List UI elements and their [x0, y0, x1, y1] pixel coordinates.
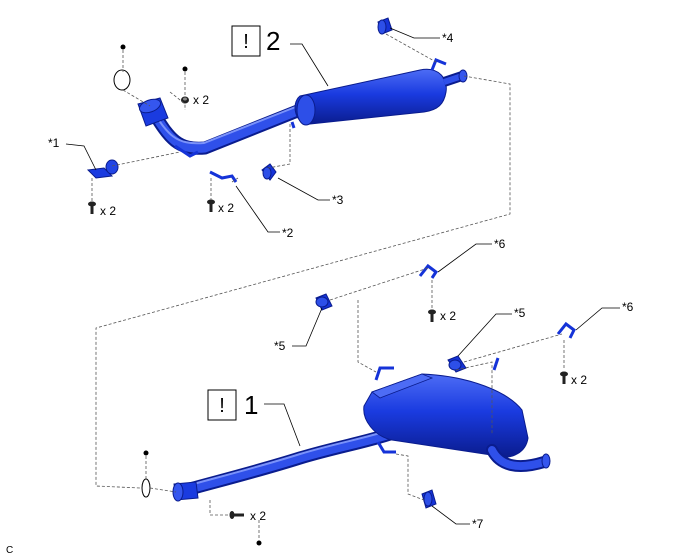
- gasket-ring-icon: [141, 478, 151, 498]
- callout-6-right: *6: [622, 300, 634, 314]
- callout-3: *3: [332, 193, 344, 207]
- callout-2: *2: [282, 226, 294, 240]
- qty-bolt-front: x 2: [250, 509, 266, 523]
- part-2-label: ! 2: [231, 25, 280, 57]
- caution-symbol: !: [243, 31, 249, 53]
- bolt-icon: [229, 511, 244, 519]
- bolt-icon: [560, 371, 568, 384]
- new-part-dot-icon: [120, 44, 126, 50]
- figure-code: C: [6, 545, 13, 556]
- bolt-icon: [88, 201, 96, 214]
- exhaust-hanger-bracket-6-right: [556, 321, 576, 339]
- callout-5-left: *5: [274, 339, 286, 353]
- part-1-label: ! 1: [207, 389, 258, 421]
- qty-nut-top: x 2: [193, 93, 209, 107]
- gasket-ring-icon: [113, 69, 131, 91]
- exhaust-hanger-bracket-2: [209, 170, 238, 183]
- exhaust-pipe-support-3: [261, 163, 277, 181]
- part-number-2: 2: [266, 26, 280, 56]
- callout-leader-lines: [65, 27, 620, 525]
- nut-icon: [181, 96, 189, 104]
- caution-symbol: !: [219, 395, 225, 417]
- new-part-dot-icon: [143, 450, 149, 456]
- callout-4: *4: [442, 31, 454, 45]
- qty-bolt-2: x 2: [218, 201, 234, 215]
- new-part-dot-icon: [256, 540, 262, 546]
- tail-exhaust-pipe-assembly: [172, 357, 551, 502]
- exhaust-hanger-bracket-1: [86, 159, 119, 179]
- qty-bolt-6b: x 2: [571, 373, 587, 387]
- exhaust-pipe-support-4: [377, 17, 393, 35]
- assembly-dashed-lines: [91, 33, 565, 540]
- callout-6-left: *6: [494, 237, 506, 251]
- exhaust-pipe-support-5-left: [315, 293, 333, 311]
- center-exhaust-pipe-assembly: [137, 58, 468, 158]
- qty-bolt-6a: x 2: [440, 309, 456, 323]
- qty-bolt-1: x 2: [100, 204, 116, 218]
- exhaust-pipe-support-7: [421, 489, 437, 509]
- callout-5-right: *5: [514, 306, 526, 320]
- bolt-icon: [428, 309, 436, 322]
- new-part-dot-icon: [182, 66, 188, 72]
- callout-1: *1: [48, 136, 60, 150]
- exhaust-hanger-bracket-6-left: [418, 263, 439, 279]
- bolt-icon: [207, 199, 215, 212]
- part-number-1: 1: [244, 390, 258, 420]
- callout-7: *7: [472, 517, 484, 531]
